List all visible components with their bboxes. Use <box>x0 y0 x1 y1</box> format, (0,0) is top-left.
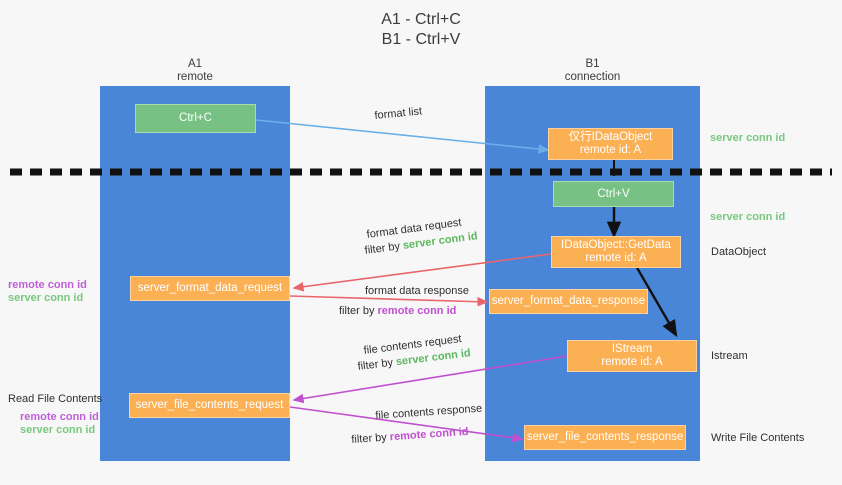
node-ctrl-c[interactable]: Ctrl+C <box>135 104 256 133</box>
edge-label-format-data-response-filter-value: remote conn id <box>377 305 457 317</box>
node-server-file-contents-response-label: server_file_contents_response <box>526 431 684 443</box>
node-ctrl-v-label: Ctrl+V <box>597 187 630 200</box>
edge-label-format-data-response-filter-prefix: filter by <box>339 305 378 317</box>
node-idataobject-create[interactable]: 仅行IDataObject remote id: A <box>548 128 673 160</box>
note-right-istream: Istream <box>711 350 748 362</box>
node-ctrl-v[interactable]: Ctrl+V <box>553 181 674 207</box>
node-server-format-data-request-label: server_format_data_request <box>137 282 283 294</box>
edge-format-list <box>255 119 550 154</box>
note-right-write-file-contents: Write File Contents <box>711 432 805 444</box>
node-server-file-contents-response[interactable]: server_file_contents_response <box>524 425 686 450</box>
edge-label-format-data-response-filter: filter by remote conn id <box>339 305 456 317</box>
note-left-remote-conn-id-bottom: remote conn id <box>20 411 99 423</box>
edge-getdata-to-istream <box>634 265 678 338</box>
note-left-remote-conn-id-mid: remote conn id <box>8 279 87 291</box>
node-server-format-data-response-label: server_format_data_response <box>491 295 646 307</box>
node-istream-sublabel: remote id: A <box>601 356 663 368</box>
node-istream[interactable]: IStream remote id: A <box>567 340 697 372</box>
node-idataobject-getdata-label: IDataObject::GetData <box>561 239 671 251</box>
node-istream-label: IStream <box>611 343 653 355</box>
edge-label-format-data-response: format data response <box>365 285 469 297</box>
note-left-read-file-contents: Read File Contents <box>8 393 103 405</box>
node-server-file-contents-request[interactable]: server_file_contents_request <box>129 393 290 418</box>
node-ctrl-c-label: Ctrl+C <box>179 112 212 124</box>
edge-label-format-data-response-text: format data response <box>365 285 469 297</box>
node-idataobject-getdata-sublabel: remote id: A <box>585 252 647 264</box>
node-server-file-contents-request-label: server_file_contents_request <box>135 399 284 411</box>
edge-format-data-response <box>289 295 489 307</box>
edge-file-contents-response <box>289 406 524 443</box>
node-idataobject-getdata[interactable]: IDataObject::GetData remote id: A <box>551 236 681 268</box>
node-idataobject-create-label: 仅行IDataObject <box>568 131 653 143</box>
node-server-format-data-response[interactable]: server_format_data_response <box>489 289 648 314</box>
note-right-server-conn-id-mid: server conn id <box>710 211 786 223</box>
page-title: A1 - Ctrl+C B1 - Ctrl+V <box>381 11 461 48</box>
note-right-dataobject: DataObject <box>711 246 767 258</box>
lane-title-a1: A1 remote <box>177 58 213 83</box>
note-right-server-conn-id-top: server conn id <box>710 132 786 144</box>
note-left-server-conn-id-mid: server conn id <box>8 292 84 304</box>
edge-file-contents-request <box>292 355 568 404</box>
node-idataobject-create-sublabel: remote id: A <box>579 144 642 156</box>
note-left-server-conn-id-bottom: server conn id <box>20 424 96 436</box>
edge-format-data-request <box>292 253 552 292</box>
lane-title-b1: B1 connection <box>564 58 621 83</box>
node-server-format-data-request[interactable]: server_format_data_request <box>130 276 290 301</box>
